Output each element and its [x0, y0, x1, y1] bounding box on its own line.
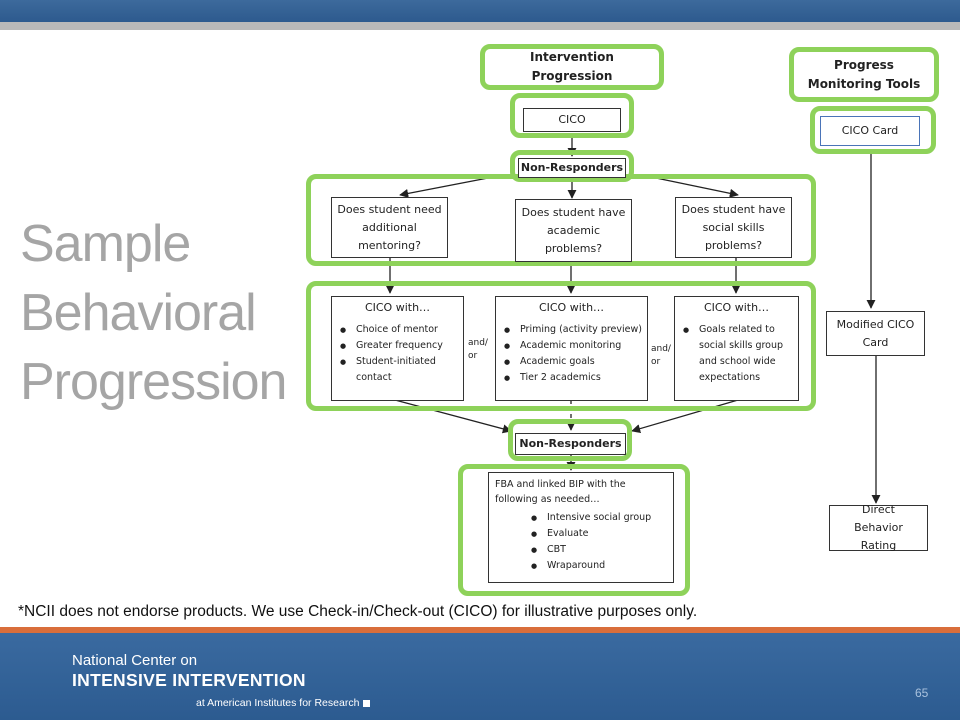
question-academic: Does student have academic problems?	[515, 199, 632, 262]
highlight-non-responders-2	[508, 419, 632, 461]
top-banner	[0, 0, 960, 22]
list-item: Intensive social group	[531, 510, 667, 526]
list-item: Evaluate	[531, 526, 667, 542]
cico-with-social: CICO with… Goals related to social skill…	[674, 296, 799, 401]
highlight-cico	[510, 93, 634, 138]
top-divider	[0, 22, 960, 30]
highlight-monitoring-header	[789, 47, 939, 102]
list-item: Greater frequency	[340, 338, 463, 354]
and-or-label-1: and/ or	[468, 338, 488, 361]
non-responders-box-2: Non-Responders	[515, 433, 626, 455]
modified-cico-card-box: Modified CICO Card	[826, 311, 925, 356]
list-item: Wraparound	[531, 558, 667, 574]
cico-with-heading-3: CICO with…	[703, 301, 770, 314]
direct-behavior-rating-box: Direct Behavior Rating	[829, 503, 928, 552]
cico-box: CICO	[523, 108, 621, 132]
question-social: Does student have social skills problems…	[675, 197, 792, 258]
org-name-line-1: National Center on	[72, 652, 198, 669]
list-item: CBT	[531, 542, 667, 558]
fba-bip-box: FBA and linked BIP with the following as…	[488, 472, 674, 583]
flow-diagram: Intervention Progression Progress Monito…	[0, 0, 960, 600]
highlight-fba	[458, 464, 690, 596]
highlight-cico-with	[306, 281, 816, 411]
title-line-2: Behavioral	[20, 284, 257, 342]
square-icon	[363, 699, 371, 707]
monitoring-header: Progress Monitoring Tools	[797, 55, 931, 95]
cico-with-academic: CICO with… Priming (activity preview) Ac…	[495, 296, 648, 401]
title-line-3: Progression	[20, 353, 287, 411]
list-item: Tier 2 academics	[504, 370, 647, 386]
list-item: Academic goals	[504, 354, 647, 370]
and-or-label-2: and/ or	[651, 344, 671, 367]
slide-title: Sample Behavioral Progression	[20, 210, 300, 417]
cico-with-heading-1: CICO with…	[364, 301, 431, 314]
list-item: Priming (activity preview)	[504, 322, 647, 338]
list-item: Goals related to social skills group and…	[683, 322, 798, 386]
cico-card-box: CICO Card	[820, 116, 920, 146]
list-item: Choice of mentor	[340, 322, 463, 338]
title-line-1: Sample	[20, 215, 191, 273]
list-item: Academic monitoring	[504, 338, 647, 354]
disclaimer-footnote: *NCII does not endorse products. We use …	[18, 603, 698, 620]
non-responders-box-1: Non-Responders	[518, 158, 626, 178]
question-mentoring: Does student need additional mentoring?	[331, 197, 448, 258]
cico-with-mentoring: CICO with… Choice of mentor Greater freq…	[331, 296, 464, 401]
intervention-header: Intervention Progression	[488, 50, 656, 83]
cico-with-heading-2: CICO with…	[538, 301, 605, 314]
page-number: 65	[915, 686, 929, 700]
fba-intro: FBA and linked BIP with the following as…	[495, 479, 626, 505]
list-item: Student-initiated contact	[340, 354, 463, 386]
org-name-line-3: at American Institutes for Research	[196, 697, 371, 709]
footer-banner	[0, 633, 960, 720]
footer-accent-bar	[0, 627, 960, 633]
highlight-intervention-header	[480, 44, 664, 90]
org-affiliation: at American Institutes for Research	[196, 697, 360, 709]
highlight-non-responders-1	[510, 150, 634, 182]
highlight-cico-card	[810, 106, 936, 154]
org-name-line-2: INTENSIVE INTERVENTION	[72, 670, 306, 690]
